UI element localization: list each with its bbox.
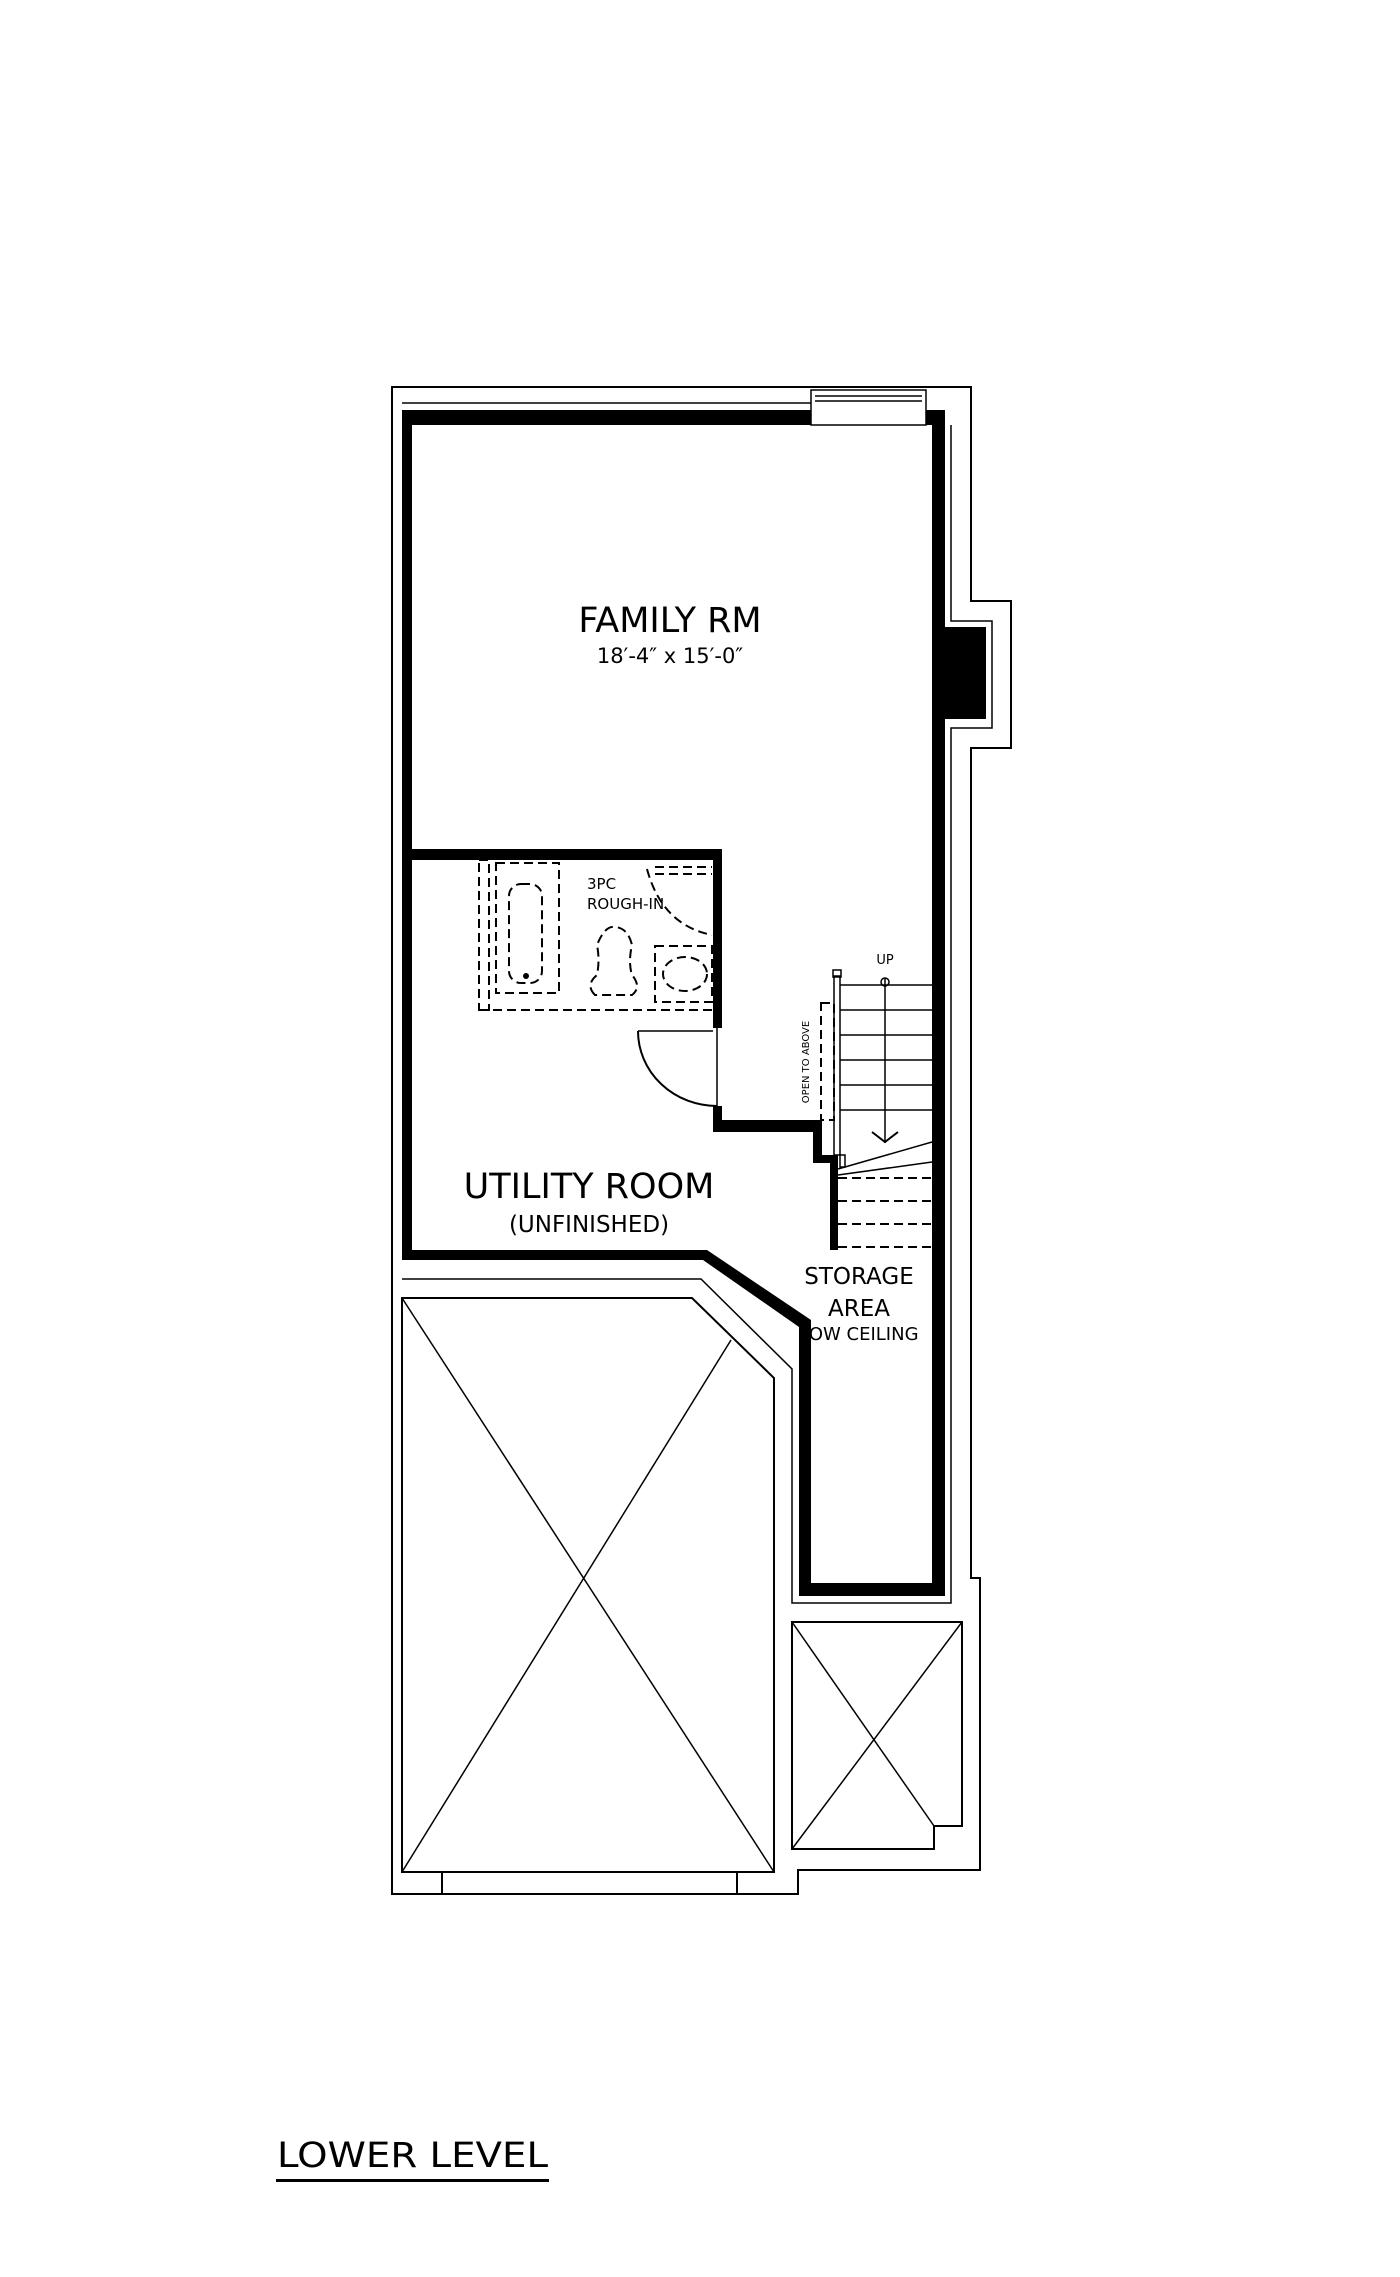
window: [810, 389, 927, 426]
open-to-above-outline: [820, 1002, 835, 1121]
utility-room-note: (UNFINISHED): [509, 1212, 669, 1238]
stairs-up-label: UP: [876, 953, 894, 968]
level-title-underline: [276, 2179, 549, 2182]
bath-label-3pc: 3PC: [587, 875, 616, 893]
bathtub: [478, 859, 560, 1011]
porch-area: [791, 1621, 963, 1850]
inner-wall-line: [402, 425, 993, 1604]
utility-room-name: UTILITY ROOM: [464, 1167, 715, 1207]
door-swing: [637, 1028, 718, 1107]
sink: [654, 945, 713, 1003]
storage-area-line1: STORAGE: [804, 1264, 914, 1290]
family-room-dimensions: 18′-4″ x 15′-0″: [597, 644, 743, 668]
shower-door-swing: [646, 866, 713, 936]
toilet: [589, 925, 638, 996]
storage-area-line2: AREA: [828, 1296, 890, 1322]
staircase: [832, 969, 933, 1248]
open-to-above-label: OPEN TO ABOVE: [801, 1021, 812, 1103]
walls: [402, 410, 986, 1596]
level-title: LOWER LEVEL: [277, 2136, 549, 2176]
stair-direction-arrow: [871, 977, 899, 1144]
garage-area: [401, 1297, 775, 1894]
bath-label-rough-in: ROUGH-IN: [587, 895, 664, 913]
exterior-outline: [391, 386, 1012, 1895]
storage-area-note: LOW CEILING: [799, 1324, 918, 1345]
family-room-name: FAMILY RM: [578, 601, 761, 641]
